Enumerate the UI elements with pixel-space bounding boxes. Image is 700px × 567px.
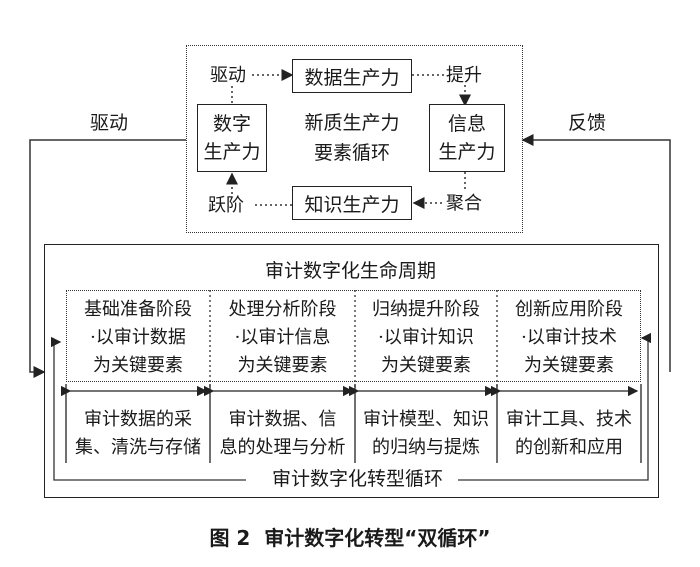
stage-3-name: 归纳提升阶段 xyxy=(372,299,480,320)
knowledge-productivity-box: 知识生产力 xyxy=(292,186,412,220)
drive-arrow-label: 驱动 xyxy=(210,65,246,86)
drive-outer-arrow xyxy=(29,139,186,378)
top-cycle-connectors xyxy=(226,69,471,209)
stage-1-name: 基础准备阶段 xyxy=(84,299,192,320)
stage-1-line3: 为关键要素 xyxy=(93,355,183,376)
stage-3-line2: ·以审计知识 xyxy=(378,327,474,348)
outer-loop-connectors xyxy=(29,134,671,378)
stage-3-line3: 为关键要素 xyxy=(381,355,471,376)
desc-dividers xyxy=(65,384,642,463)
stage-4-line3: 为关键要素 xyxy=(524,355,614,376)
cycle-center-label: 新质生产力 要素循环 xyxy=(304,112,400,164)
stage-2-desc: 审计数据、信 息的处理与分析 xyxy=(219,409,346,458)
productivity-cycle-frame xyxy=(186,45,523,233)
stage-4-line2: ·以审计技术 xyxy=(521,327,617,348)
aggregate-arrow-label: 聚合 xyxy=(446,193,482,214)
lifecycle-frame xyxy=(44,244,659,498)
stage-1-desc: 审计数据的采 集、清洗与存储 xyxy=(75,409,201,458)
outer-drive-label: 驱动 xyxy=(90,112,129,134)
stage-3-desc: 审计模型、知识 的归纳与提炼 xyxy=(363,409,489,458)
leap-arrow-label: 跃阶 xyxy=(208,195,244,216)
transformation-loop-label: 审计数字化转型循环 xyxy=(266,470,450,489)
lifecycle-title: 审计数字化生命周期 xyxy=(265,260,437,282)
stage-2-name: 处理分析阶段 xyxy=(228,299,337,320)
transformation-loop-left-arrow xyxy=(50,336,246,481)
stage-4-desc: 审计工具、技术 的创新和应用 xyxy=(506,409,632,458)
feedback-outer-arrow xyxy=(521,134,671,372)
stage-1: 基础准备阶段 ·以审计数据 为关键要素 xyxy=(66,296,210,380)
info-productivity-box: 信息 生产力 xyxy=(429,104,505,172)
stage-2: 处理分析阶段 ·以审计信息 为关键要素 xyxy=(210,296,355,380)
stage-4-name: 创新应用阶段 xyxy=(515,299,623,320)
data-productivity-box: 数据生产力 xyxy=(292,59,412,93)
knowledge-productivity-label: 知识生产力 xyxy=(304,193,400,216)
data-productivity-label: 数据生产力 xyxy=(304,66,400,89)
digital-productivity-box: 数字 生产力 xyxy=(197,104,267,172)
transformation-loop xyxy=(50,332,652,481)
stage-2-line3: 为关键要素 xyxy=(237,355,328,376)
stage-dividers xyxy=(209,290,498,390)
stage-4: 创新应用阶段 ·以审计技术 为关键要素 xyxy=(497,296,641,380)
figure-caption: 图 2 审计数字化转型“双循环” xyxy=(209,526,491,550)
stage-2-line2: ·以审计信息 xyxy=(234,327,331,348)
digital-productivity-label: 数字 生产力 xyxy=(203,113,261,163)
transformation-loop-right-arrow xyxy=(458,332,652,481)
stage-1-line2: ·以审计数据 xyxy=(90,327,186,348)
info-productivity-label: 信息 生产力 xyxy=(438,113,496,163)
improve-arrow-label: 提升 xyxy=(446,65,482,86)
stage-3: 归纳提升阶段 ·以审计知识 为关键要素 xyxy=(355,296,497,380)
outer-feedback-label: 反馈 xyxy=(568,112,607,134)
stage-panels-frame xyxy=(66,290,641,382)
